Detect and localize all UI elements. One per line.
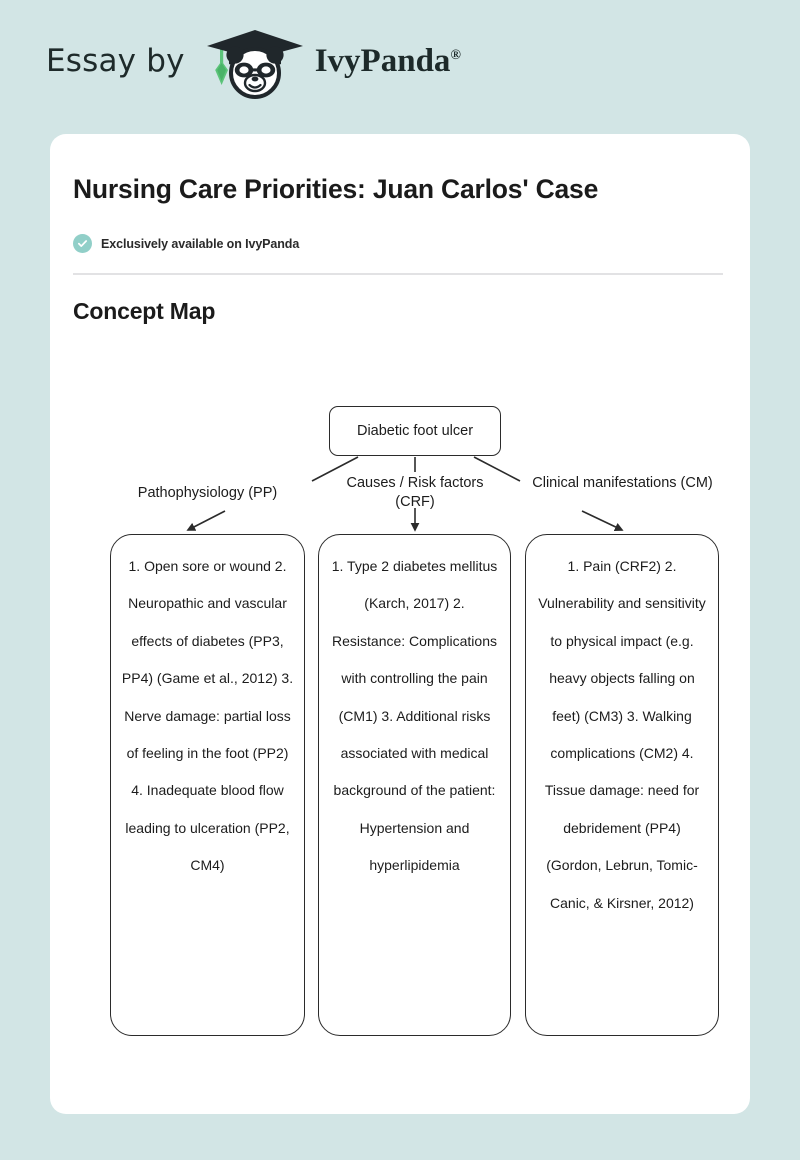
concept-map-diagram: Diabetic foot ulcer Pathophysiology (PP)…: [50, 380, 750, 1060]
edge-label-pathophysiology: Pathophysiology (PP): [137, 485, 278, 501]
concept-node-causes-risk-factors: 1. Type 2 diabetes mellitus (Karch, 2017…: [318, 534, 511, 1036]
page-title: Nursing Care Priorities: Juan Carlos' Ca…: [73, 174, 599, 204]
section-heading: Concept Map: [73, 298, 216, 324]
essay-by-label: Essay by: [46, 43, 185, 79]
site-header: Essay by: [0, 0, 800, 122]
check-circle-icon: [73, 234, 92, 253]
header-divider: [73, 273, 723, 275]
edge-label-clinical-manifestations: Clinical manifestations (CM): [532, 475, 713, 491]
concept-node-pathophysiology: 1. Open sore or wound 2. Neuropathic and…: [110, 534, 305, 1036]
exclusive-badge: Exclusively available on IvyPanda: [73, 234, 727, 253]
ivypanda-logo[interactable]: IvyPanda®: [199, 23, 461, 99]
brand-name: IvyPanda®: [314, 42, 461, 79]
registered-mark: ®: [450, 47, 461, 63]
edge-label-causes-risk-factors: Causes / Risk factors (CRF): [346, 475, 484, 510]
concept-node-root: Diabetic foot ulcer: [329, 406, 501, 456]
concept-node-clinical-manifestations: 1. Pain (CRF2) 2. Vulnerability and sens…: [525, 534, 719, 1036]
badge-label: Exclusively available on IvyPanda: [101, 236, 300, 251]
concept-map-connectors: [186, 456, 624, 532]
panda-graduate-icon: [199, 23, 311, 99]
